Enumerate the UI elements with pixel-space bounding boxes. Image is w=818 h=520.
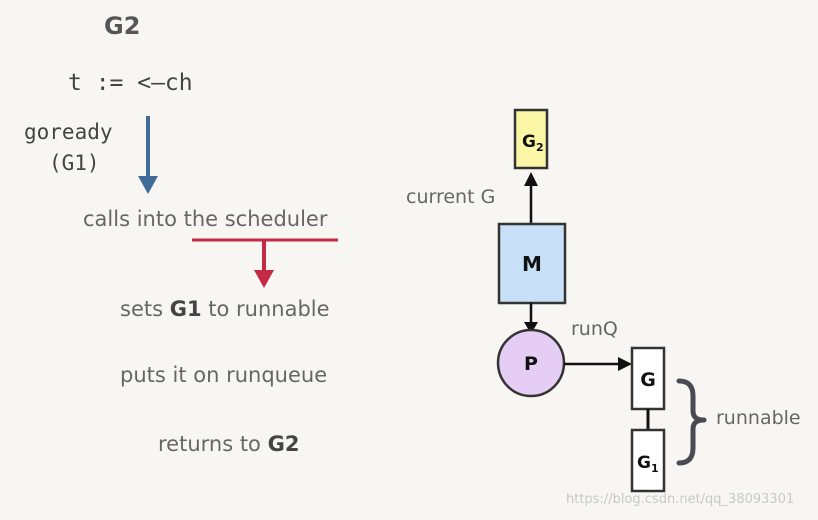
runq-g-box: G [630,346,666,411]
svg-text:G2: G2 [522,132,544,154]
m-to-p-arrow [524,303,538,334]
blue-down-arrow [138,116,158,194]
step-sets-prefix: sets [120,297,170,321]
svg-text:G1: G1 [637,453,659,475]
current-g-label: current G [406,186,496,208]
step-calls-scheduler: calls into the scheduler [83,207,328,231]
step-returns-prefix: returns to [158,432,268,456]
m-box: M [497,222,567,305]
p-circle: P [496,328,566,398]
code-goready-line: goready [24,120,113,144]
step-sets-runnable: sets G1 to runnable [120,297,330,321]
runnable-label: runnable [716,407,801,429]
step-returns-g2: returns to G2 [158,432,299,456]
g1-box-subscript: 1 [651,462,659,475]
runq-label: runQ [571,318,618,340]
p-to-runq-arrow [564,357,632,371]
red-down-arrow [192,238,338,288]
g2-box-label: G [522,132,536,152]
step-sets-suffix: to runnable [201,297,330,321]
m-box-label: M [522,252,542,276]
code-goready-arg: (G1) [49,151,100,175]
runq-g-label: G [640,369,656,391]
g2-box-subscript: 2 [536,141,544,154]
step-sets-g1: G1 [169,297,202,321]
step-puts-runqueue: puts it on runqueue [120,363,328,387]
p-circle-label: P [524,353,538,375]
g1-box: G1 [630,428,666,493]
runnable-brace [676,378,707,466]
diagram-title: G2 [104,12,141,40]
step-returns-g2-bold: G2 [267,432,300,456]
watermark: https://blog.csdn.net/qq_38093301 [566,492,795,507]
g1-box-label: G [637,453,651,473]
code-receive-line: t := <–ch [68,70,193,96]
m-to-g2-arrow [524,172,538,224]
g2-box: G2 [513,108,549,170]
